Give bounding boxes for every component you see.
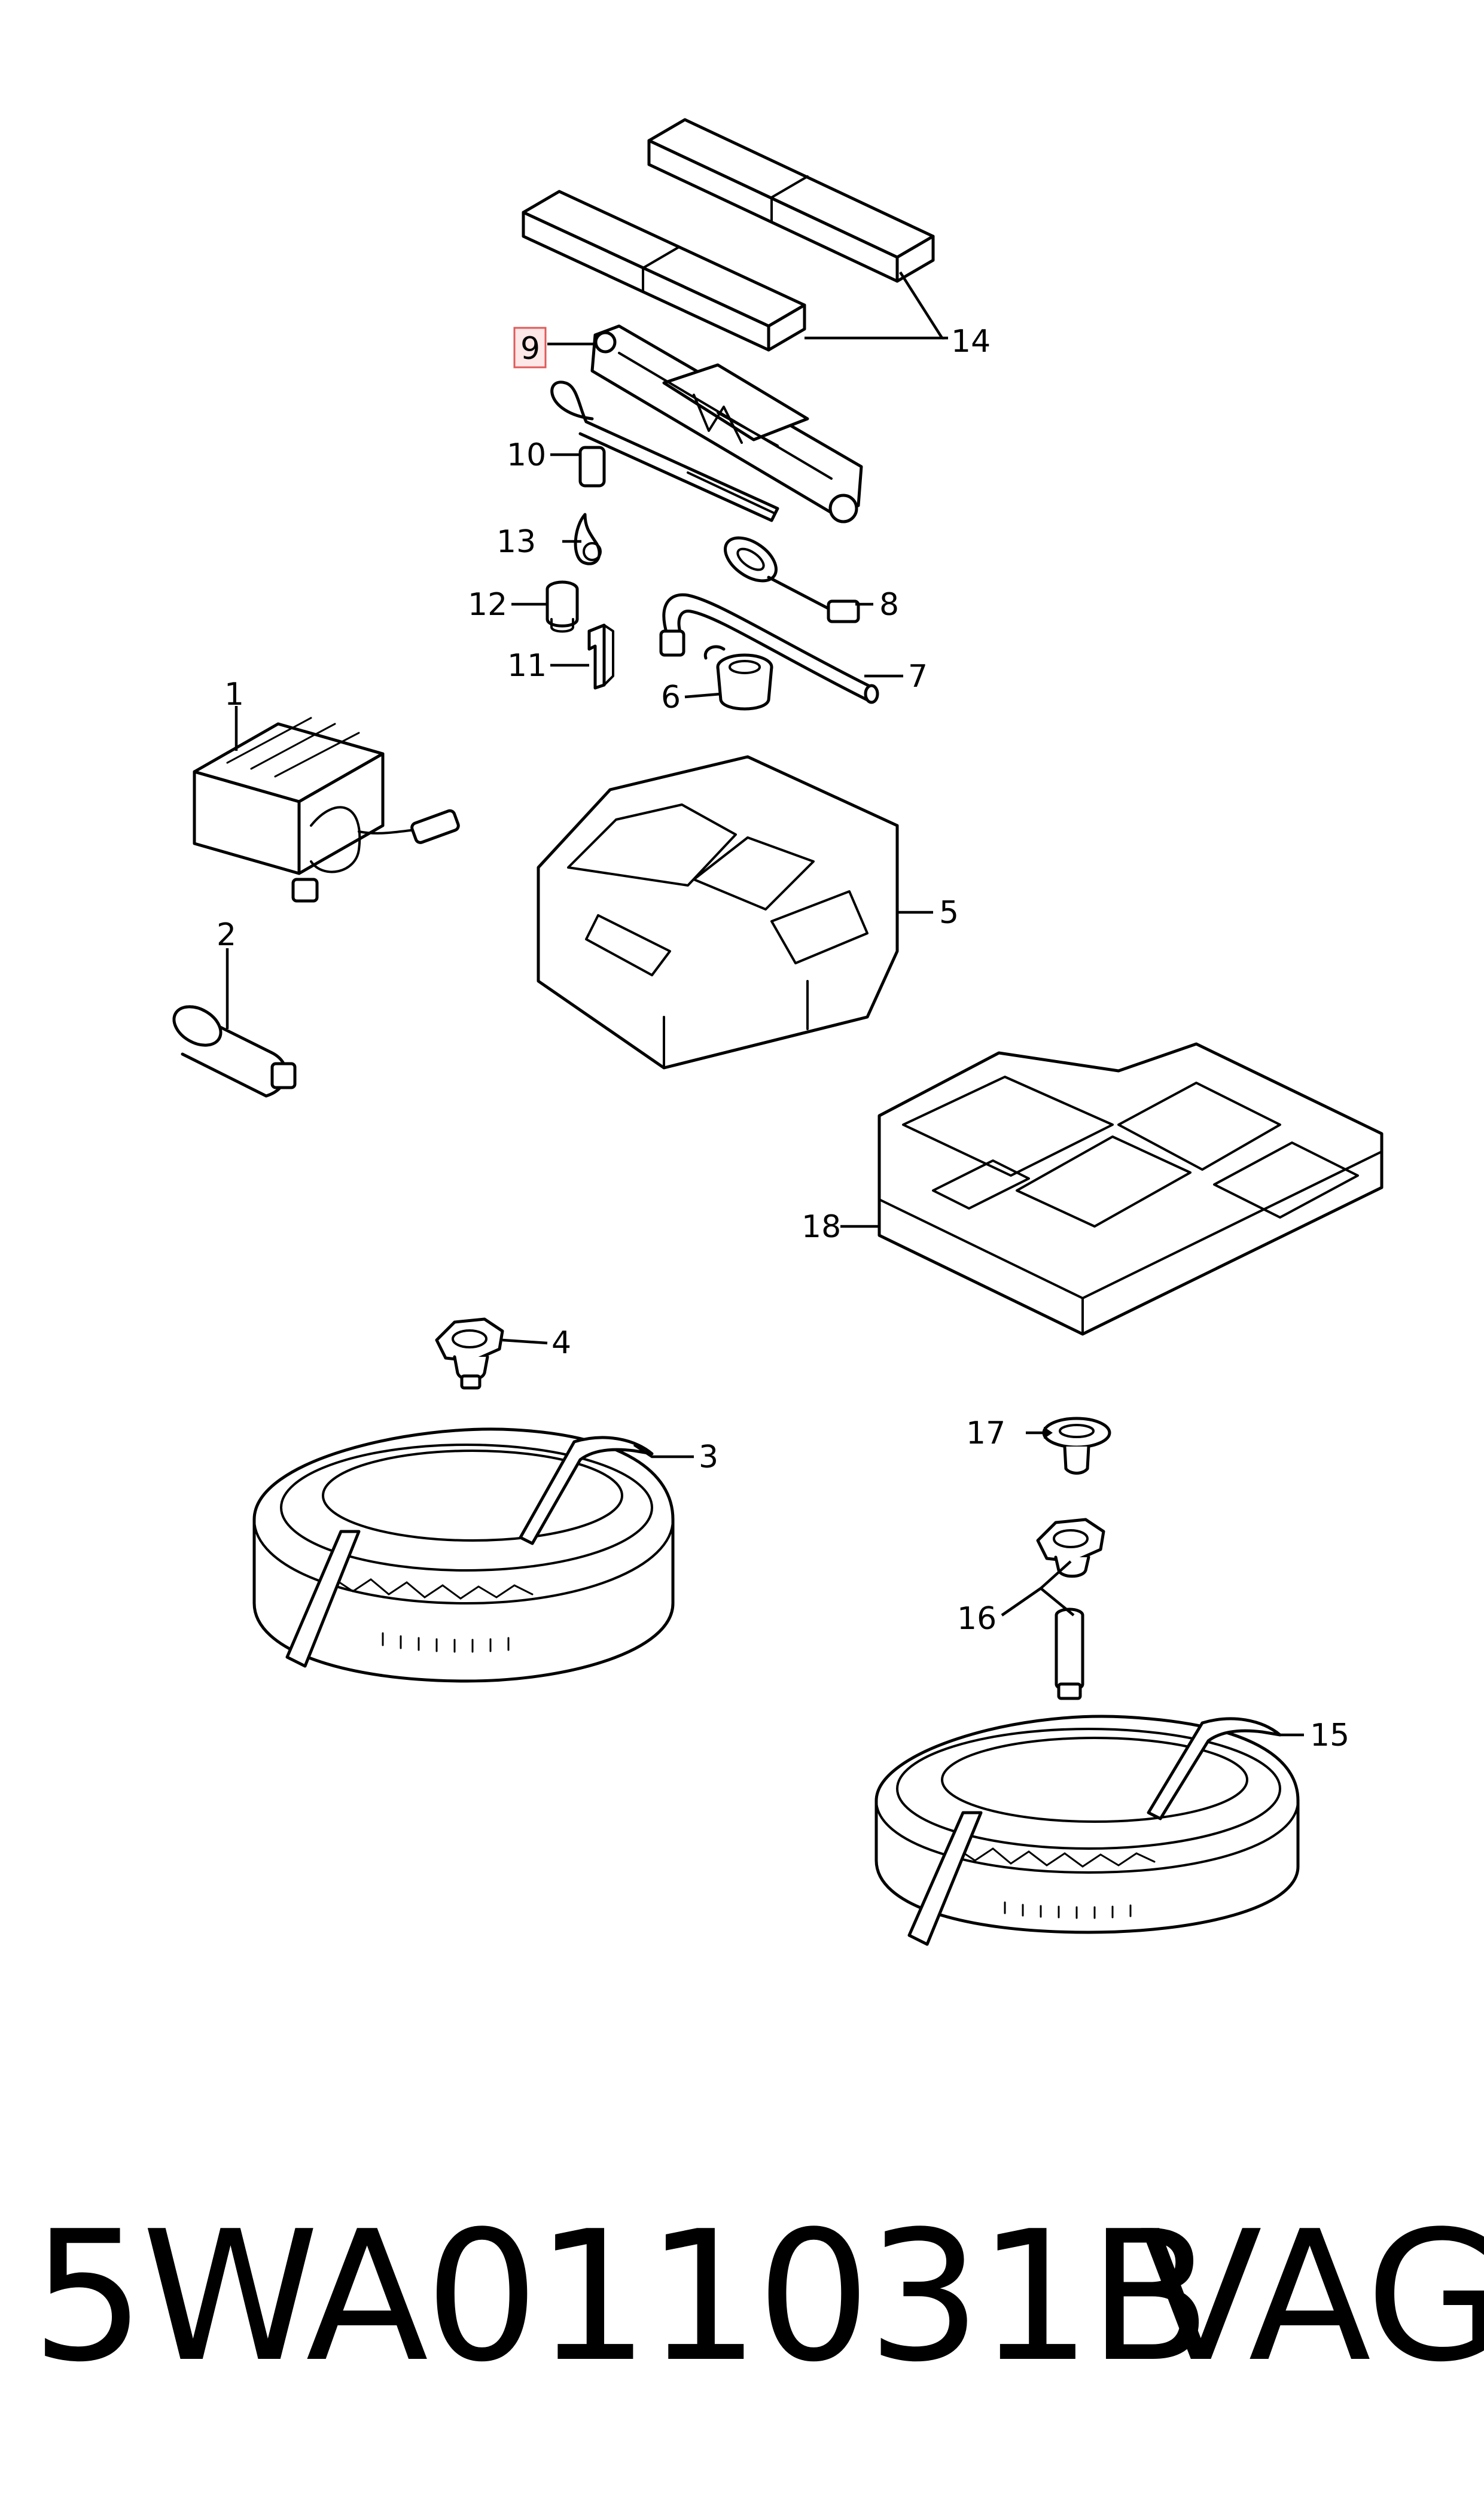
callout-15: 15 <box>1310 1718 1349 1753</box>
callout-labels: 1 2 3 4 5 6 7 8 9 10 11 12 13 14 15 16 1… <box>217 324 1349 1753</box>
part-17-cap <box>1042 1417 1111 1475</box>
brand-name: VAG <box>1139 2193 1484 2401</box>
part-3-spare-tyre <box>252 1427 675 1683</box>
part-18-storage-tray <box>877 1042 1384 1336</box>
part-1-compressor <box>193 717 460 903</box>
callout-6: 6 <box>661 680 681 715</box>
callout-16: 16 <box>957 1601 997 1637</box>
part-10-jack-handle <box>550 380 779 522</box>
callout-4: 4 <box>551 1325 571 1361</box>
leader-lines <box>226 271 1304 1737</box>
part-8-towing-eye <box>724 536 860 623</box>
footer: 5WA011031B VAG <box>0 2208 1484 2387</box>
part-2-sealant-bottle <box>172 1005 297 1098</box>
part-12-bolt-cap <box>546 580 579 633</box>
callout-18: 18 <box>802 1209 841 1245</box>
callout-14: 14 <box>951 324 991 360</box>
part-7-wheel-wrench <box>659 593 879 704</box>
callout-7: 7 <box>908 659 928 695</box>
callout-3: 3 <box>699 1439 718 1475</box>
callout-9-highlight-box <box>513 327 547 369</box>
callout-11: 11 <box>507 648 547 684</box>
callout-10: 10 <box>507 437 546 473</box>
part-5-foam-insert <box>537 755 899 1070</box>
callout-8: 8 <box>879 587 899 623</box>
part-4-mounting-nut <box>435 1317 504 1390</box>
callout-9: 9 <box>520 331 540 367</box>
part-13-spring-clip <box>574 513 602 565</box>
callout-17: 17 <box>966 1415 1005 1451</box>
callout-13: 13 <box>496 524 536 560</box>
part-9-scissor-jack <box>590 324 863 523</box>
callout-2: 2 <box>217 917 236 953</box>
part-15-tyre <box>874 1715 1300 1946</box>
part-6-adapter <box>703 645 773 711</box>
part-11-bracket <box>587 623 614 690</box>
callout-1: 1 <box>224 677 244 713</box>
part-number: 5WA011031B <box>31 2193 1211 2401</box>
part-14-cover-panels <box>522 118 935 352</box>
callout-12: 12 <box>468 587 507 623</box>
part-16-nut-and-pin <box>1036 1518 1105 1700</box>
callout-5: 5 <box>939 895 959 931</box>
